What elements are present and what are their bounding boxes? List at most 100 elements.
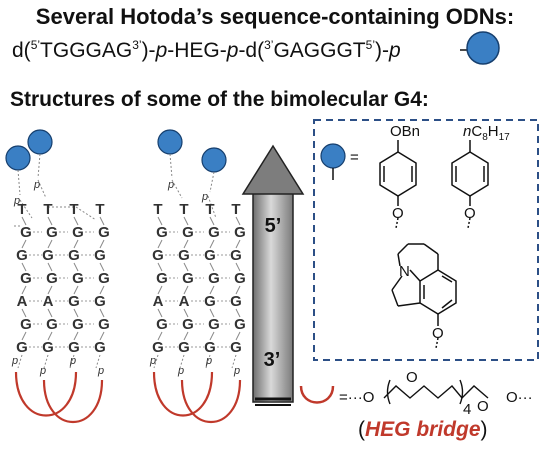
sequence-line: d(5’TGGGAG3’)-p-HEG-p-d(3’GAGGGT5’)-p bbox=[12, 38, 401, 62]
right-nucleotide: T bbox=[231, 201, 240, 218]
right-backbone bbox=[235, 331, 241, 341]
right-nucleotide: G bbox=[234, 224, 246, 241]
left-nucleotide: T bbox=[69, 201, 78, 218]
left-backbone bbox=[73, 216, 79, 226]
right-backbone bbox=[157, 308, 163, 318]
left-nucleotide: A bbox=[43, 293, 54, 310]
legend-circle bbox=[320, 143, 346, 169]
left-backbone bbox=[21, 308, 27, 318]
right-nucleotide: G bbox=[178, 339, 190, 356]
left-backbone bbox=[47, 239, 53, 249]
left-nucleotide: G bbox=[46, 224, 58, 241]
right-nucleotide: G bbox=[182, 270, 194, 287]
right-nucleotide: G bbox=[182, 224, 194, 241]
right-backbone bbox=[157, 285, 163, 295]
left-nucleotide: G bbox=[42, 247, 54, 264]
left-nucleotide: G bbox=[94, 247, 106, 264]
legend-obn: OBn bbox=[390, 123, 420, 140]
left-nucleotide: G bbox=[68, 247, 80, 264]
right-phosphate-5: p bbox=[205, 355, 212, 367]
left-backbone bbox=[99, 262, 105, 272]
right-nucleotide: G bbox=[152, 339, 164, 356]
right-backbone bbox=[235, 216, 241, 226]
right-backbone bbox=[235, 285, 241, 295]
right-nucleotide: G bbox=[234, 270, 246, 287]
right-backbone bbox=[209, 216, 215, 226]
left-nucleotide: G bbox=[20, 316, 32, 333]
left-nucleotide: G bbox=[98, 270, 110, 287]
right-backbone bbox=[183, 216, 189, 226]
left-nucleotide: G bbox=[16, 339, 28, 356]
left-backbone bbox=[73, 308, 79, 318]
right-nucleotide: G bbox=[156, 224, 168, 241]
heg-formula-start: =···O bbox=[339, 389, 374, 406]
figure-title: Several Hotoda’s sequence-containing ODN… bbox=[35, 4, 515, 29]
left-modifier-circle-1 bbox=[27, 129, 53, 155]
right-nucleotide: G bbox=[234, 316, 246, 333]
left-backbone bbox=[73, 285, 79, 295]
left-tail bbox=[17, 354, 23, 369]
right-backbone bbox=[235, 308, 241, 318]
right-phosphate-3: p bbox=[149, 355, 156, 367]
right-nucleotide: G bbox=[230, 339, 242, 356]
right-modifier-circle-1 bbox=[157, 129, 183, 155]
left-nucleotide: T bbox=[43, 201, 52, 218]
left-backbone bbox=[99, 285, 105, 295]
left-nucleotide: G bbox=[98, 224, 110, 241]
left-heg-bridge-1 bbox=[14, 371, 78, 417]
left-modifier-circle-2 bbox=[5, 145, 31, 171]
left-nucleotide: G bbox=[42, 339, 54, 356]
left-nucleotide: G bbox=[98, 316, 110, 333]
left-backbone bbox=[73, 262, 79, 272]
right-backbone bbox=[183, 239, 189, 249]
left-heg-bridge-2 bbox=[42, 379, 104, 424]
right-nucleotide: G bbox=[208, 316, 220, 333]
left-backbone bbox=[73, 331, 79, 341]
left-nucleotide: G bbox=[94, 293, 106, 310]
right-phosphate-2: p bbox=[201, 191, 208, 203]
right-heg-bridge-1 bbox=[152, 371, 214, 417]
left-backbone bbox=[47, 331, 53, 341]
right-backbone bbox=[183, 308, 189, 318]
left-nucleotide: G bbox=[20, 270, 32, 287]
right-nucleotide: G bbox=[156, 316, 168, 333]
legend-o-3: O bbox=[432, 325, 444, 342]
right-nucleotide: T bbox=[153, 201, 162, 218]
left-nucleotide: A bbox=[17, 293, 28, 310]
direction-arrow: 5’ 3’ bbox=[241, 144, 305, 406]
left-nucleotide: G bbox=[72, 224, 84, 241]
left-phosphate-3: p bbox=[11, 355, 18, 367]
structures-subtitle: Structures of some of the bimolecular G4… bbox=[10, 88, 429, 111]
right-backbone bbox=[209, 308, 215, 318]
benzyloxy-phenyl-structure bbox=[379, 140, 417, 229]
legend-o-2: O bbox=[464, 205, 476, 222]
right-nucleotide: A bbox=[153, 293, 164, 310]
right-phosphate-1: p bbox=[167, 179, 174, 191]
heg-bridge-label: (HEG bridge) bbox=[358, 418, 488, 441]
left-phosphate-4: p bbox=[39, 365, 46, 377]
octyl-phenyl-structure bbox=[451, 140, 489, 229]
left-backbone bbox=[47, 285, 53, 295]
right-backbone bbox=[235, 239, 241, 249]
right-backbone bbox=[209, 285, 215, 295]
right-nucleotide: G bbox=[208, 224, 220, 241]
right-heg-bridge-2 bbox=[180, 379, 242, 424]
left-backbone bbox=[99, 239, 105, 249]
left-nucleotide: T bbox=[95, 201, 104, 218]
left-backbone bbox=[99, 216, 105, 226]
left-backbone bbox=[21, 262, 27, 272]
left-backbone bbox=[99, 308, 105, 318]
right-nucleotide: G bbox=[182, 316, 194, 333]
right-modifier-circle-2 bbox=[201, 147, 227, 173]
sequence-modifier-circle bbox=[466, 31, 500, 65]
left-backbone bbox=[73, 239, 79, 249]
left-backbone bbox=[47, 308, 53, 318]
left-nucleotide: G bbox=[46, 270, 58, 287]
arrow-top-label: 5’ bbox=[265, 215, 282, 237]
left-phosphate-1: p bbox=[33, 179, 40, 191]
right-phosphate-6: p bbox=[233, 365, 240, 377]
right-nucleotide: G bbox=[152, 247, 164, 264]
